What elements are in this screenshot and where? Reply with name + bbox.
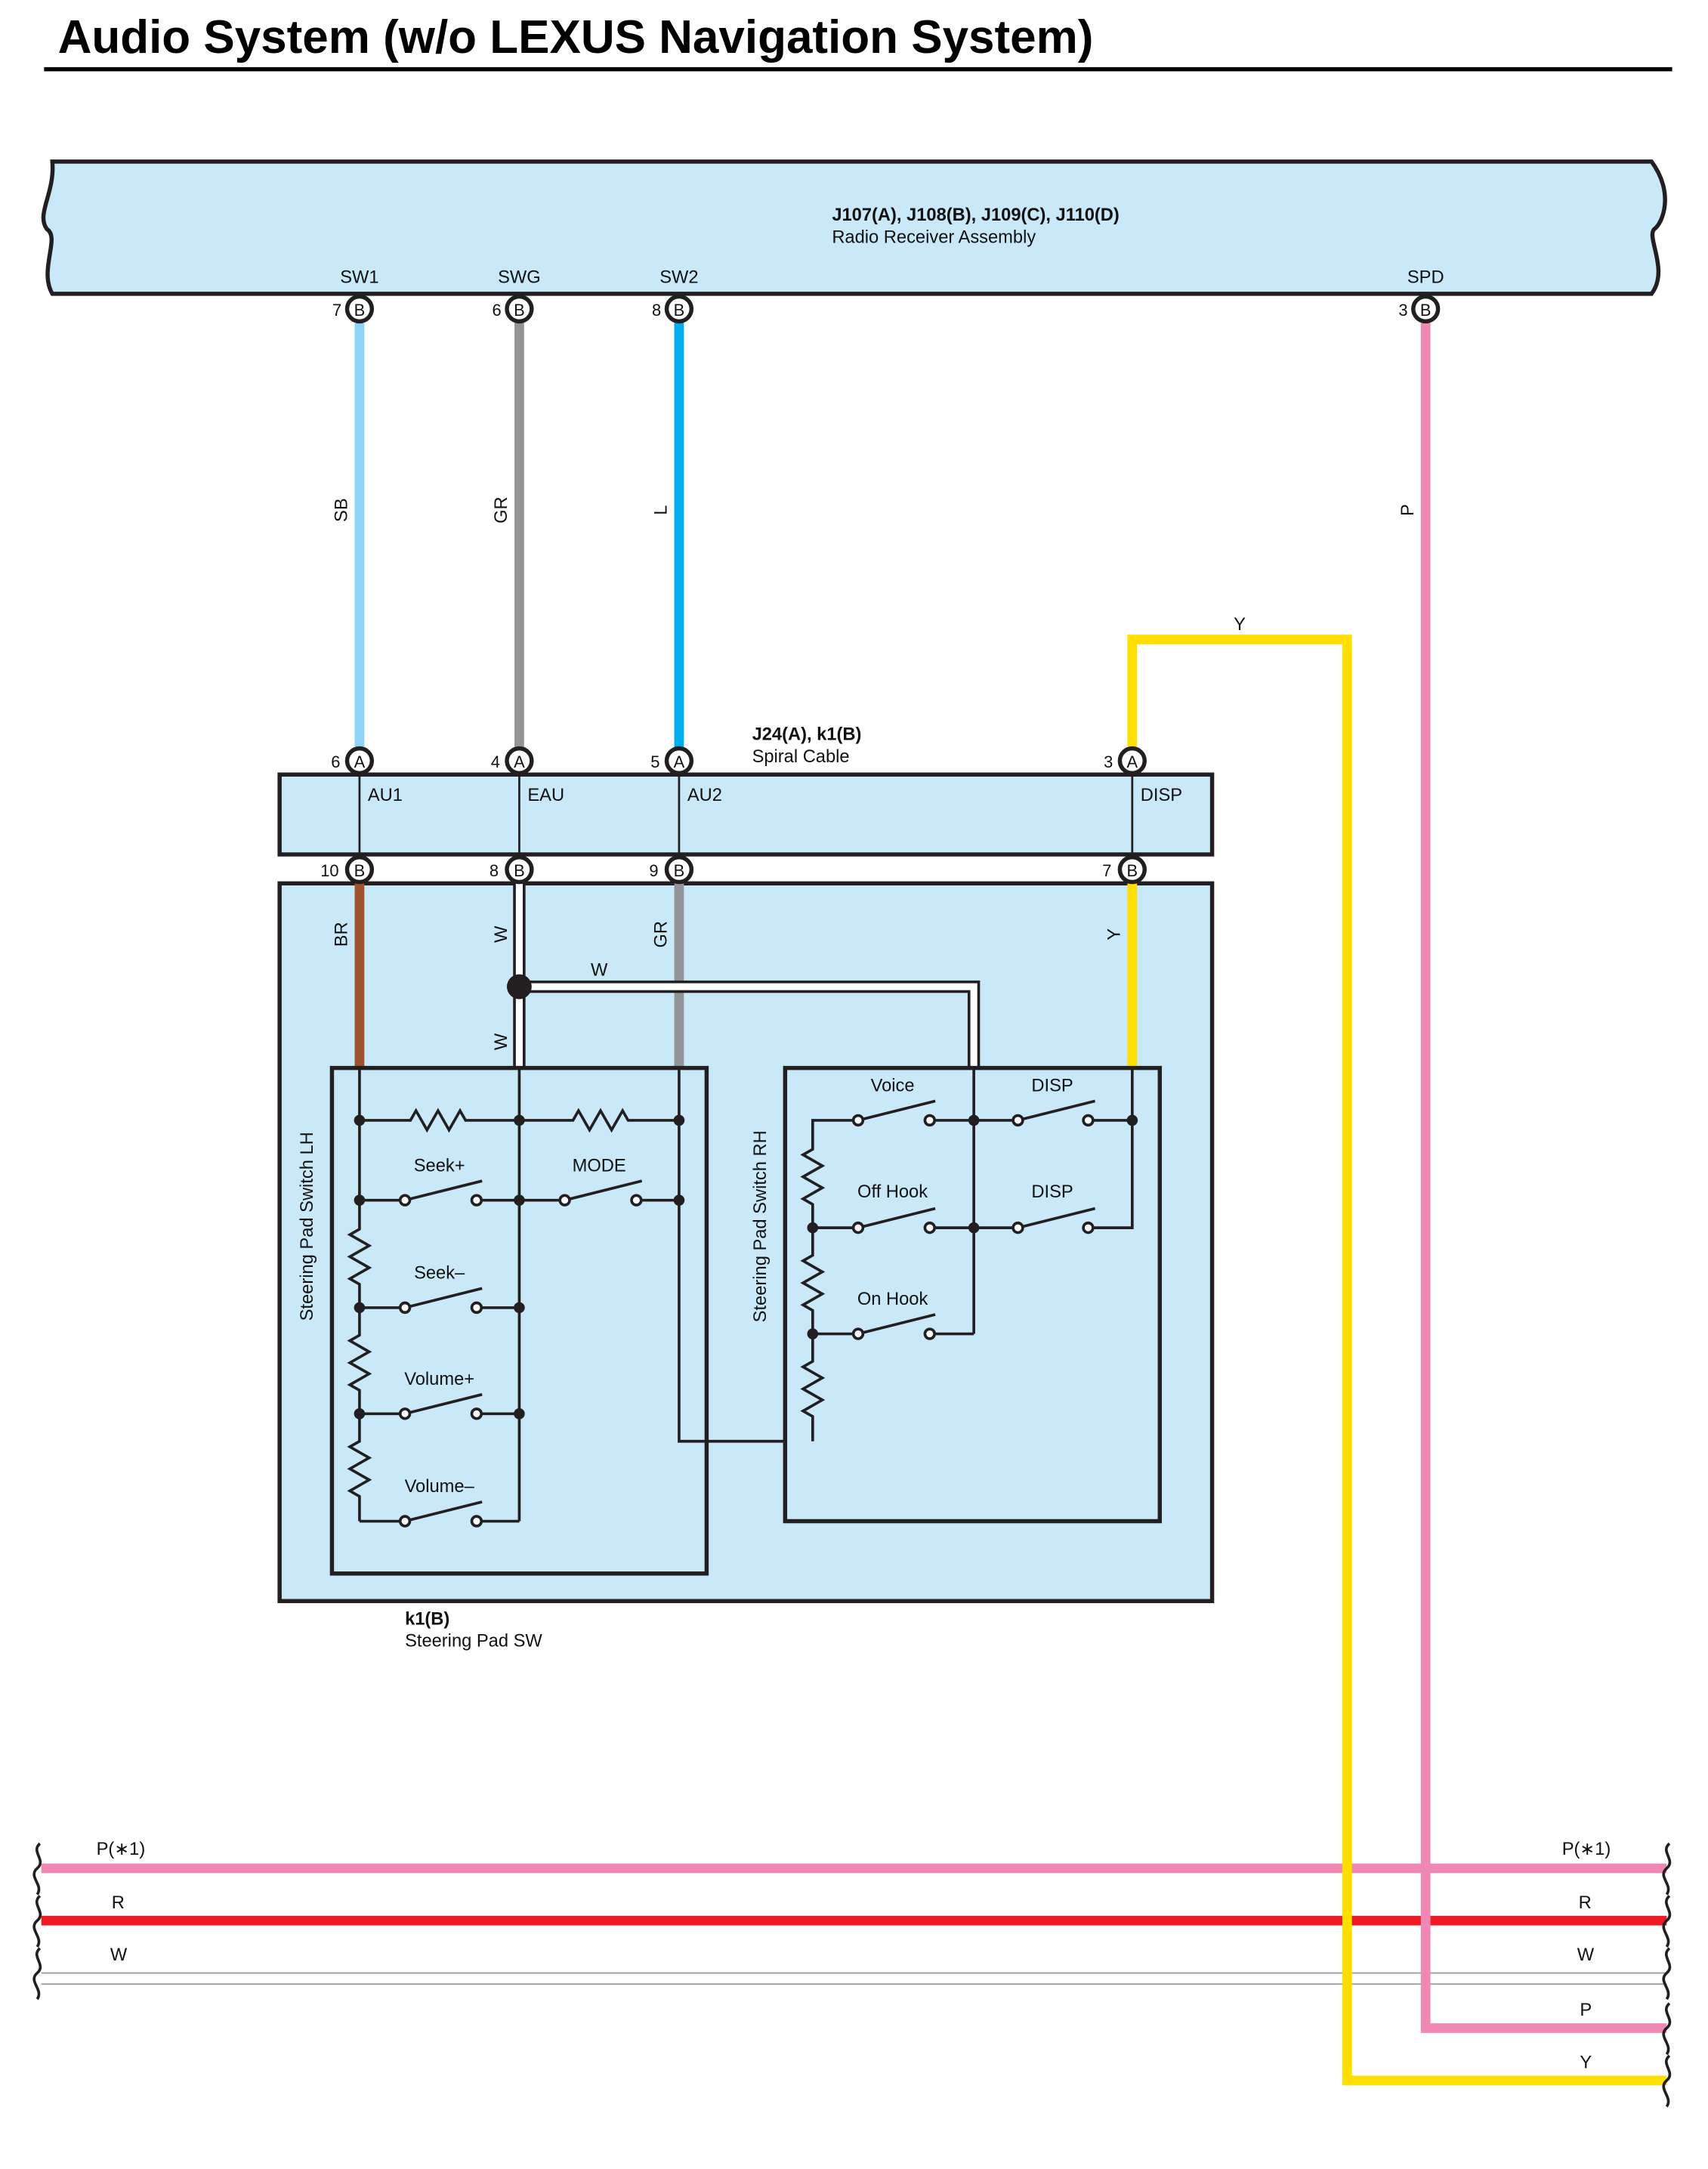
wire-label-w-horizontal: W	[591, 960, 608, 980]
svg-text:6: 6	[493, 301, 502, 320]
terminal-receiver-sw1: B 7	[332, 294, 375, 324]
wire-label-p: P	[1398, 504, 1418, 516]
wire-label-gr-lower: GR	[652, 921, 672, 948]
svg-text:9: 9	[649, 861, 658, 880]
svg-text:4: 4	[491, 752, 500, 771]
svg-text:A: A	[1127, 752, 1138, 771]
wire-label-y-top: Y	[1234, 615, 1246, 635]
terminal-pad-10: B 10	[320, 854, 375, 885]
switch-off-hook: Off Hook	[857, 1182, 928, 1202]
steering-pad-name: Steering Pad SW	[405, 1631, 542, 1651]
terminal-receiver-swg: B 6	[493, 294, 534, 324]
switch-volume-plus: Volume+	[404, 1370, 474, 1389]
svg-text:7: 7	[332, 301, 341, 320]
svg-text:3: 3	[1104, 752, 1113, 771]
terminal-pad-9: B 9	[649, 854, 694, 885]
svg-text:5: 5	[650, 752, 659, 771]
terminal-pad-8: B 8	[490, 854, 534, 885]
svg-text:B: B	[514, 861, 525, 880]
spiral-name: Spiral Cable	[752, 747, 850, 767]
page-title: Audio System (w/o LEXUS Navigation Syste…	[58, 11, 1094, 63]
terminal-spd: SPD	[1407, 267, 1444, 287]
terminal-spiral-au1: A 6	[331, 746, 375, 776]
svg-text:A: A	[354, 752, 366, 771]
terminal-spiral-eau: A 4	[491, 746, 534, 776]
wire-label-br: BR	[332, 922, 351, 947]
bus-right-label-w: W	[1577, 1945, 1595, 1965]
steering-pad-connector: k1(B)	[405, 1609, 449, 1629]
svg-text:8: 8	[652, 301, 661, 320]
wire-label-sb: SB	[332, 498, 351, 522]
switch-volume-minus: Volume–	[405, 1477, 475, 1497]
terminal-spiral-au2: A 5	[650, 746, 694, 776]
svg-text:8: 8	[490, 861, 499, 880]
bus-left-label-p: P(∗1)	[97, 1840, 146, 1859]
terminal-pad-7: B 7	[1102, 854, 1147, 885]
switch-disp-1: DISP	[1031, 1077, 1073, 1096]
svg-text:10: 10	[320, 861, 338, 880]
terminal-receiver-sw2: B 8	[652, 294, 694, 324]
switch-on-hook: On Hook	[857, 1290, 928, 1309]
terminal-receiver-spd: B 3	[1398, 294, 1441, 324]
bus-right-label-p: P	[1580, 2001, 1592, 2020]
switch-lh-junctions	[354, 1114, 685, 1420]
svg-text:A: A	[514, 752, 525, 771]
svg-text:B: B	[1127, 861, 1138, 880]
spiral-term-disp: DISP	[1141, 786, 1182, 805]
wire-label-gr: GR	[492, 496, 511, 524]
switch-rh-label: Steering Pad Switch RH	[751, 1130, 771, 1322]
receiver-name: Radio Receiver Assembly	[832, 227, 1036, 247]
bus-break-marks	[32, 1842, 1672, 2108]
wire-w-group	[507, 883, 981, 1068]
wire-label-l: L	[652, 505, 672, 515]
radio-receiver-body	[41, 159, 1667, 296]
svg-text:B: B	[674, 861, 685, 880]
bus-right-label-p1: P(∗1)	[1562, 1840, 1611, 1859]
switch-voice: Voice	[871, 1077, 915, 1096]
svg-text:A: A	[674, 752, 685, 771]
wire-p-spd	[1420, 308, 1667, 2033]
wire-y-disp	[1127, 635, 1667, 2086]
svg-text:B: B	[1420, 301, 1432, 320]
svg-text:B: B	[674, 301, 685, 320]
switch-mode: MODE	[573, 1156, 626, 1176]
spiral-term-au2: AU2	[687, 786, 722, 805]
bus-right-label-r: R	[1579, 1893, 1592, 1913]
svg-text:3: 3	[1398, 301, 1407, 320]
switch-rh-contacts	[851, 1114, 1095, 1340]
wire-label-w-bottom: W	[492, 1033, 511, 1050]
svg-text:B: B	[354, 861, 366, 880]
switch-seek-minus: Seek–	[414, 1264, 465, 1284]
switch-rh-junctions	[807, 1114, 1138, 1339]
svg-text:B: B	[354, 301, 366, 320]
switch-lh-circuit	[347, 1068, 813, 1523]
switch-lh-contacts	[398, 1194, 643, 1528]
terminal-sw2: SW2	[659, 267, 698, 287]
svg-text:6: 6	[331, 752, 340, 771]
receiver-connectors: J107(A), J108(B), J109(C), J110(D)	[832, 205, 1120, 225]
svg-text:B: B	[514, 301, 525, 320]
wire-label-y-lower: Y	[1104, 928, 1124, 941]
switch-lh-label: Steering Pad Switch LH	[298, 1132, 317, 1321]
spiral-cable-body	[277, 772, 1215, 857]
switch-disp-2: DISP	[1031, 1182, 1073, 1202]
wire-label-w-top: W	[492, 925, 511, 943]
bus-left-label-r: R	[112, 1893, 125, 1913]
bus-left-label-w: W	[110, 1945, 128, 1965]
svg-text:7: 7	[1102, 861, 1111, 880]
spiral-connectors: J24(A), k1(B)	[752, 725, 862, 745]
spiral-term-eau: EAU	[527, 786, 564, 805]
terminal-sw1: SW1	[340, 267, 378, 287]
terminal-swg: SWG	[498, 267, 541, 287]
spiral-term-au1: AU1	[368, 786, 403, 805]
switch-seek-plus: Seek+	[414, 1156, 465, 1176]
bus-right-label-y: Y	[1580, 2053, 1592, 2072]
terminal-spiral-disp: A 3	[1104, 746, 1147, 776]
